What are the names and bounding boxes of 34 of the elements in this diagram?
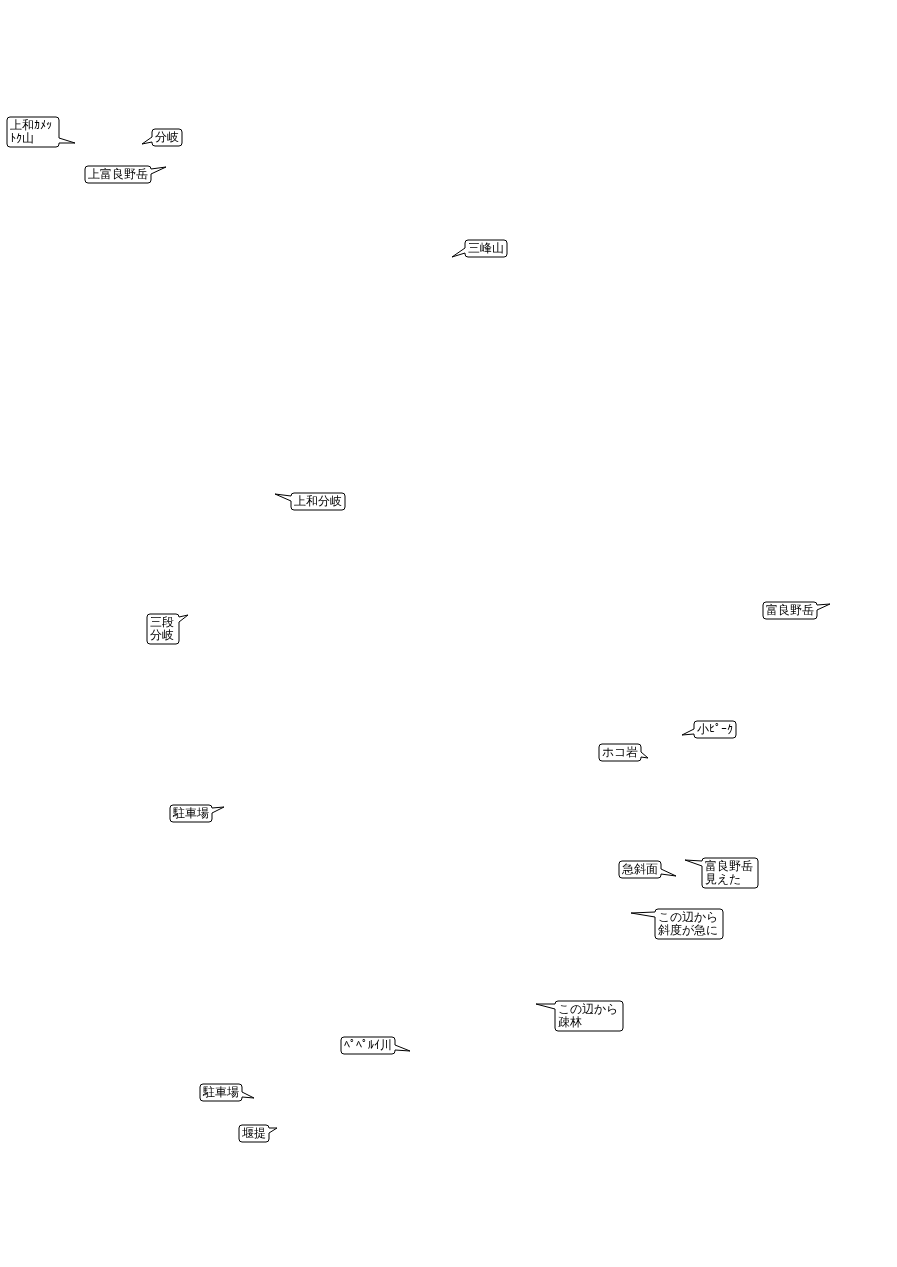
place-label: 三峰山 xyxy=(468,242,504,255)
callout-bubble xyxy=(598,743,649,762)
place-label: 上和分岐 xyxy=(294,495,342,508)
place-label: 駐車場 xyxy=(203,1086,239,1099)
callout-bubble xyxy=(146,613,189,645)
place-label: 三段分岐 xyxy=(150,616,175,642)
callout-bubble xyxy=(762,601,831,620)
callout-bubble xyxy=(451,239,508,258)
callout-bubble xyxy=(681,720,737,739)
place-label: 富良野岳 xyxy=(766,604,814,617)
callout-bubble xyxy=(84,165,167,184)
place-label: 急斜面 xyxy=(622,863,658,876)
place-label: 堰提 xyxy=(242,1127,266,1140)
place-label: この辺から疎林 xyxy=(558,1003,619,1029)
place-label: 富良野岳見えた xyxy=(705,860,754,886)
place-label: 上富良野岳 xyxy=(88,168,148,181)
place-label: 小ﾋﾟｰｸ xyxy=(697,723,733,736)
place-label: この辺から斜度が急に xyxy=(658,911,719,937)
callout-bubble xyxy=(199,1083,255,1102)
callout-bubble xyxy=(274,492,346,511)
callout-bubble xyxy=(169,804,225,823)
callout-bubble xyxy=(340,1036,411,1055)
place-label: 分岐 xyxy=(155,131,179,144)
callout-bubble xyxy=(6,116,76,148)
place-label: ﾍﾟﾍﾟﾙｲ川 xyxy=(344,1039,392,1052)
place-label: 駐車場 xyxy=(173,807,209,820)
callout-bubble xyxy=(630,908,724,940)
callout-bubble xyxy=(535,1000,624,1032)
callout-bubble xyxy=(684,857,759,889)
callout-bubble xyxy=(238,1124,278,1143)
place-label: ホコ岩 xyxy=(602,746,638,759)
callout-bubble xyxy=(618,860,677,879)
callout-bubble xyxy=(141,128,183,147)
place-label: 上和ｶﾒｯﾄｸ山 xyxy=(10,119,53,145)
